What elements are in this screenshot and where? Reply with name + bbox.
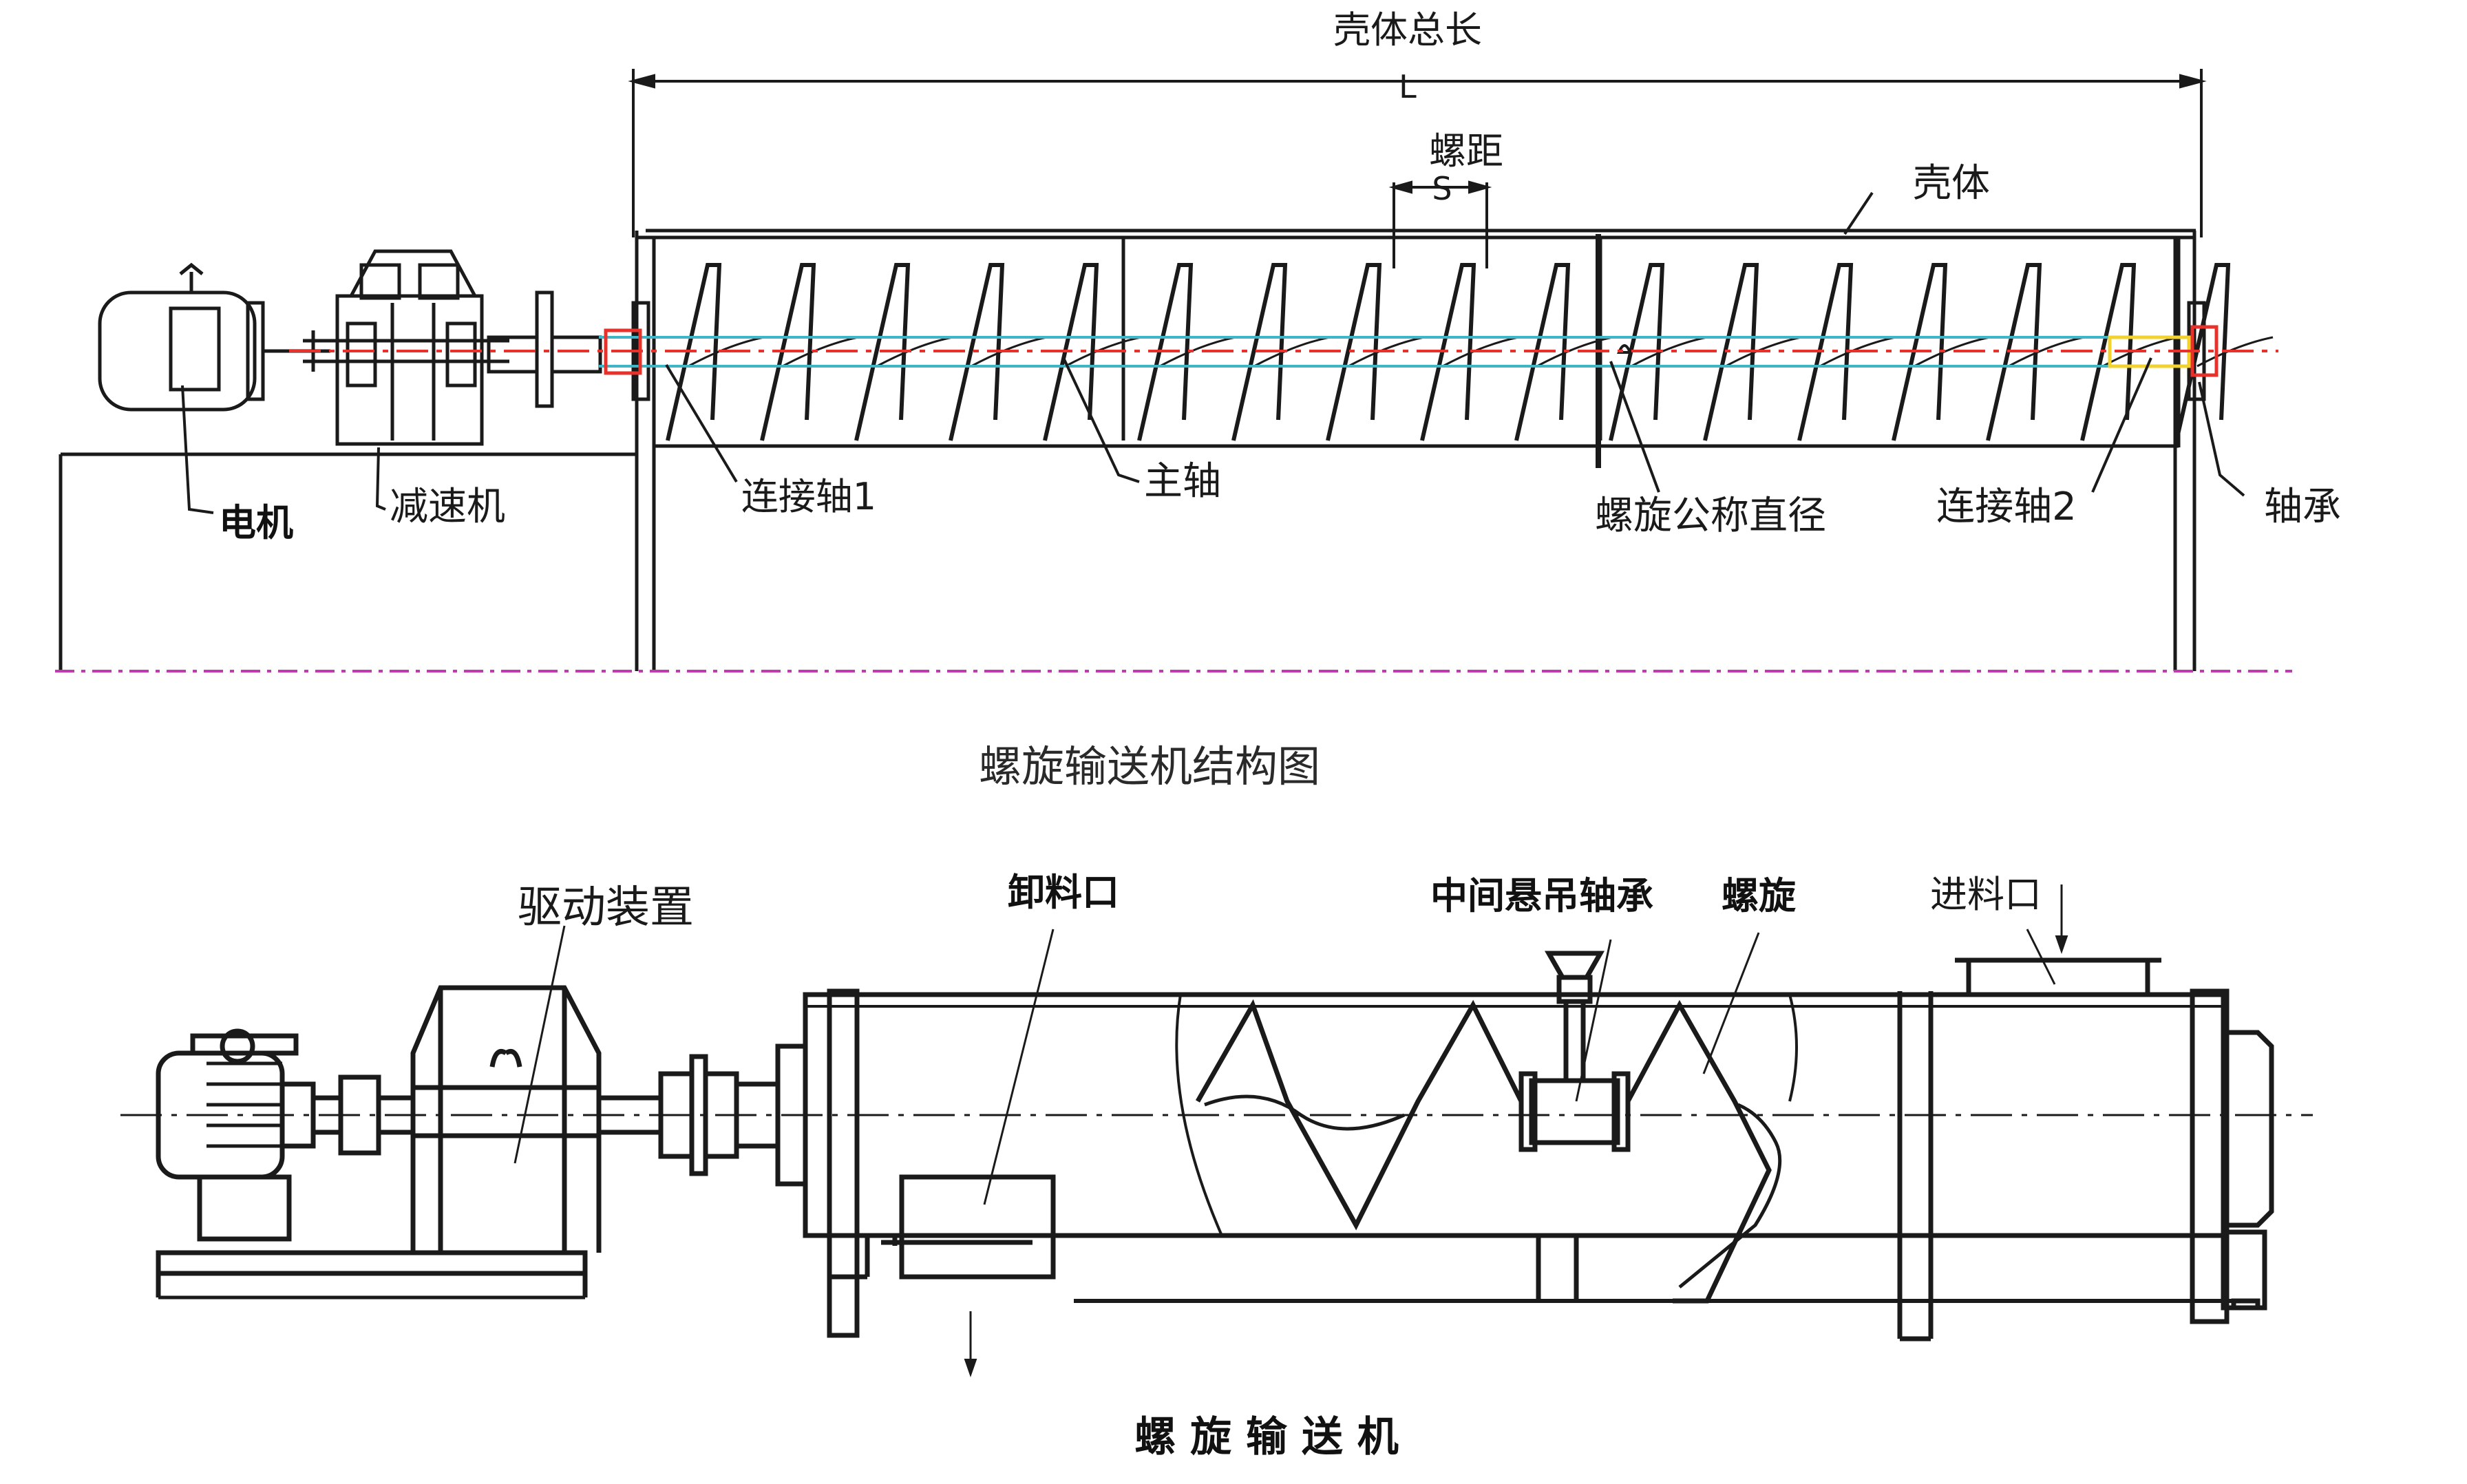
spiral-curve <box>1819 336 1896 368</box>
connecting-shaft-2-label: 连接轴2 <box>1936 485 2077 529</box>
spiral-curve <box>1631 336 1708 368</box>
length-symbol: L <box>1399 68 1417 105</box>
bottom-conveyor-drawing <box>120 884 2313 1378</box>
connecting-shaft-1-label: 连接轴1 <box>741 475 876 518</box>
spiral-curve <box>1725 336 1802 368</box>
spiral-flight <box>1797 263 1854 441</box>
spiral-flight <box>1326 263 1382 441</box>
shell-label: 壳体 <box>1913 161 1990 206</box>
main-shaft-label: 主轴 <box>1144 459 1221 504</box>
drive-base <box>156 1250 588 1300</box>
spiral-flight <box>1892 263 1948 441</box>
conveyor-shell <box>803 988 2274 1342</box>
spiral-flight <box>949 263 1005 441</box>
base-platform <box>59 452 639 671</box>
motor <box>98 262 330 412</box>
spiral-curve <box>1065 336 1142 368</box>
spiral-flight <box>1231 263 1288 441</box>
pitch-symbol: S <box>1432 170 1452 207</box>
top-caption: 螺旋输送机结构图 <box>979 741 1320 792</box>
spiral-flight <box>2174 263 2231 441</box>
drive-motor <box>156 1028 416 1242</box>
spiral-flight <box>2080 263 2137 441</box>
spiral-curve <box>1253 336 1331 368</box>
spiral-curve <box>876 336 953 368</box>
spiral-flight <box>1986 263 2042 441</box>
spiral-curve <box>1159 336 1236 368</box>
spiral-flight <box>854 263 911 441</box>
bottom-caption: 螺 旋 输 送 机 <box>1134 1413 1399 1461</box>
spiral-curve <box>971 336 1048 368</box>
cutaway-window <box>1175 994 1223 1236</box>
spiral-flight <box>666 263 722 441</box>
screw-label: 螺旋 <box>1722 874 1796 918</box>
spiral-curve <box>2008 336 2085 368</box>
spiral-curve <box>2196 336 2274 368</box>
spiral-curve <box>1914 336 1991 368</box>
shell-length-dimension <box>628 69 2207 237</box>
spiral-curve <box>1536 336 1613 368</box>
bottom-screw <box>1195 999 1782 1304</box>
feed-inlet-label: 进料口 <box>1930 873 2042 916</box>
reducer-label: 减速机 <box>390 485 505 529</box>
spiral-curve <box>688 336 765 368</box>
feed-inlet <box>1955 884 2161 997</box>
motor-label: 电机 <box>219 501 293 544</box>
spiral-curve <box>1348 336 1425 368</box>
drive-device-label: 驱动装置 <box>518 882 694 933</box>
spiral-curve <box>782 336 859 368</box>
pitch-label: 螺距 <box>1429 129 1503 173</box>
bottom-leader-lines <box>513 925 2056 1205</box>
bearing-label: 轴承 <box>2264 485 2341 529</box>
cutaway-window-right <box>1788 994 1798 1102</box>
spiral-flight <box>1137 263 1194 441</box>
coupling <box>487 290 602 408</box>
spiral-flight <box>1043 263 1099 441</box>
spiral-flight <box>760 263 816 441</box>
spiral-curve <box>1442 336 1519 368</box>
shell-length-label: 壳体总长 <box>1333 8 1482 52</box>
spiral-flight <box>1514 263 1571 441</box>
top-structure-drawing: 壳体总长 L 螺距 S 壳体 电机 减速机 连接轴1 主轴 螺旋公称直径 连接轴… <box>55 8 2341 792</box>
screw-diameter-label: 螺旋公称直径 <box>1595 494 1826 538</box>
screw-spiral-flights <box>666 263 2274 441</box>
hanger-bearing-label: 中间悬吊轴承 <box>1430 874 1653 918</box>
pitch-dimension <box>1388 180 1492 268</box>
spiral-flight <box>1420 263 1476 441</box>
shell-casing <box>631 229 2206 671</box>
discharge-outlet-label: 卸料口 <box>1008 871 1119 914</box>
reducer <box>303 249 509 446</box>
discharge-outlet <box>899 1174 1056 1378</box>
hanger-bearing <box>1518 951 1631 1152</box>
top-leader-lines <box>181 191 2245 514</box>
spiral-flight <box>1703 263 1759 441</box>
drive-reducer <box>410 985 602 1253</box>
